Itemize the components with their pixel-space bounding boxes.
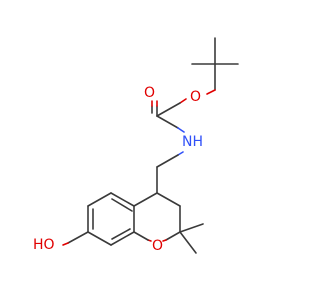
hydroxyl-label: HO	[33, 237, 55, 253]
bond-ring-c2-o	[165, 231, 181, 241]
bond-ester-o-carbonyl-c	[156, 102, 181, 117]
amide-nh-label: NH	[182, 134, 203, 150]
bond-ar-5-inner	[111, 228, 131, 240]
methylene-linker	[156, 151, 184, 194]
hydroxyl-bond	[62, 231, 89, 246]
carbonyl-oxygen-label: O	[144, 85, 155, 101]
bond-n-ch2-blue	[177, 151, 184, 156]
bond-ring-o-c8a	[133, 231, 149, 241]
bond-ar-2	[87, 192, 112, 207]
bond-carbonyl-c-n	[156, 115, 179, 129]
gem-dimethyl	[179, 223, 204, 254]
bond-ring-c4-c3	[156, 192, 181, 207]
bond-ar-5	[110, 231, 135, 246]
tert-butyl-group	[191, 37, 239, 95]
bond-ar-1-inner	[111, 198, 133, 212]
molecule-drawing: O O NH HO O	[33, 37, 239, 254]
bond-ring-c4a-c4	[133, 192, 158, 207]
bond-ar-1	[110, 192, 135, 207]
bond-tbu-to-oxygen-red	[206, 89, 216, 95]
bond-ar-oh-red	[62, 242, 69, 246]
ring-oxygen-label: O	[152, 238, 163, 254]
pyran-ring	[133, 192, 181, 242]
benzene-ring	[87, 192, 135, 246]
bond-ar-oh	[67, 231, 89, 244]
bond-methyl-upper	[179, 223, 204, 233]
structure-canvas: O O NH HO O	[33, 37, 239, 254]
bond-ester-o-red	[179, 98, 187, 104]
carbamate-group	[151, 98, 187, 133]
bond-ar-4	[87, 231, 112, 246]
bond-carbonyl-c-n-blue	[177, 127, 185, 133]
ester-oxygen-label: O	[190, 89, 201, 105]
bond-ring-c2-o-red	[162, 239, 167, 242]
bond-n-ch2	[156, 154, 179, 168]
bond-methyl-lower	[179, 231, 197, 254]
